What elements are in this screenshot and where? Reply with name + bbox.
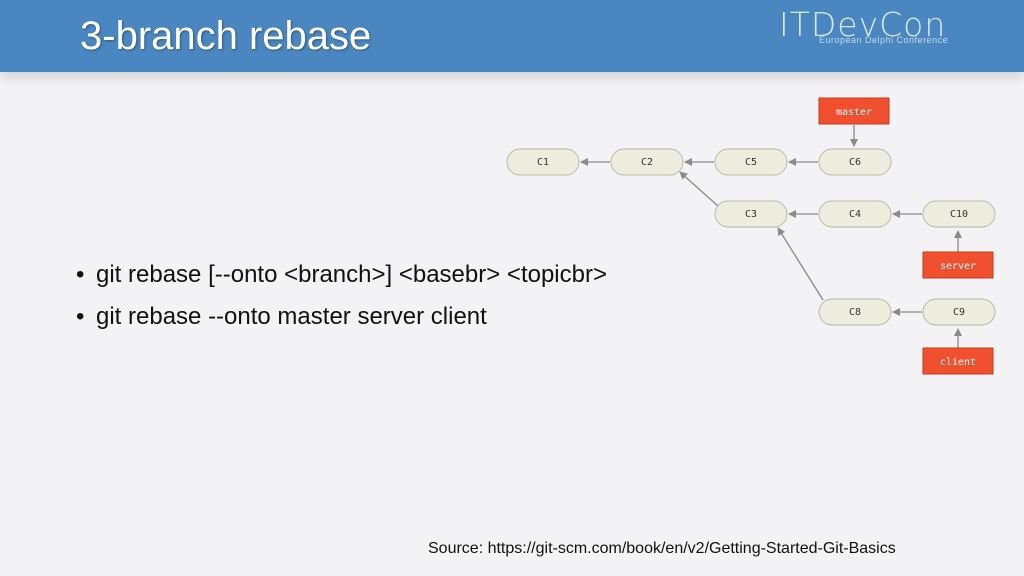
commit-c3: C3 <box>714 200 788 228</box>
commit-label: C10 <box>950 209 968 220</box>
commit-c9: C9 <box>922 298 996 326</box>
commit-label: C8 <box>849 307 861 318</box>
commit-c4: C4 <box>818 200 892 228</box>
commit-label: C2 <box>641 157 653 168</box>
commit-label: C6 <box>849 157 861 168</box>
commit-label: C4 <box>849 209 861 220</box>
itdevcon-logo: ITDevCon European Delphi Conference <box>779 8 984 48</box>
slide-header: 3-branch rebase ITDevCon European Delphi… <box>0 0 1024 72</box>
commit-label: C9 <box>953 307 965 318</box>
commit-label: C3 <box>745 209 757 220</box>
commit-c2: C2 <box>610 148 684 176</box>
branch-master: master <box>818 97 890 125</box>
commit-c6: C6 <box>818 148 892 176</box>
logo-wordmark: ITDevCon <box>779 5 947 44</box>
source-citation: Source: https://git-scm.com/book/en/v2/G… <box>428 540 896 557</box>
bullet-text: git rebase --onto master server client <box>96 303 487 330</box>
edge-c3-c2 <box>679 171 719 207</box>
bullet-item: • git rebase [--onto <branch>] <basebr> <… <box>76 254 607 296</box>
commit-c8: C8 <box>818 298 892 326</box>
branch-label: server <box>940 261 976 272</box>
branch-client: client <box>922 347 994 375</box>
branch-label: client <box>940 357 976 368</box>
branch-label: master <box>836 107 872 118</box>
bullet-dot-icon: • <box>76 303 85 330</box>
slide-title: 3-branch rebase <box>80 14 372 58</box>
commit-c5: C5 <box>714 148 788 176</box>
commit-c10: C10 <box>922 200 996 228</box>
commit-c1: C1 <box>506 148 580 176</box>
edge-c8-c3 <box>777 227 824 301</box>
bullet-text: git rebase [--onto <branch>] <basebr> <t… <box>96 261 607 288</box>
logo-tagline: European Delphi Conference <box>819 35 949 45</box>
bullet-item: • git rebase --onto master server client <box>76 296 607 338</box>
bullet-dot-icon: • <box>76 261 85 288</box>
bullet-list: • git rebase [--onto <branch>] <basebr> <… <box>76 254 607 338</box>
commit-label: C5 <box>745 157 757 168</box>
branch-server: server <box>922 251 994 279</box>
commit-label: C1 <box>537 157 549 168</box>
graph-edges <box>580 125 962 348</box>
commit-graph-diagram: C1 C2 C5 C6 C3 C4 C10 C8 C9 master serve… <box>506 97 996 375</box>
